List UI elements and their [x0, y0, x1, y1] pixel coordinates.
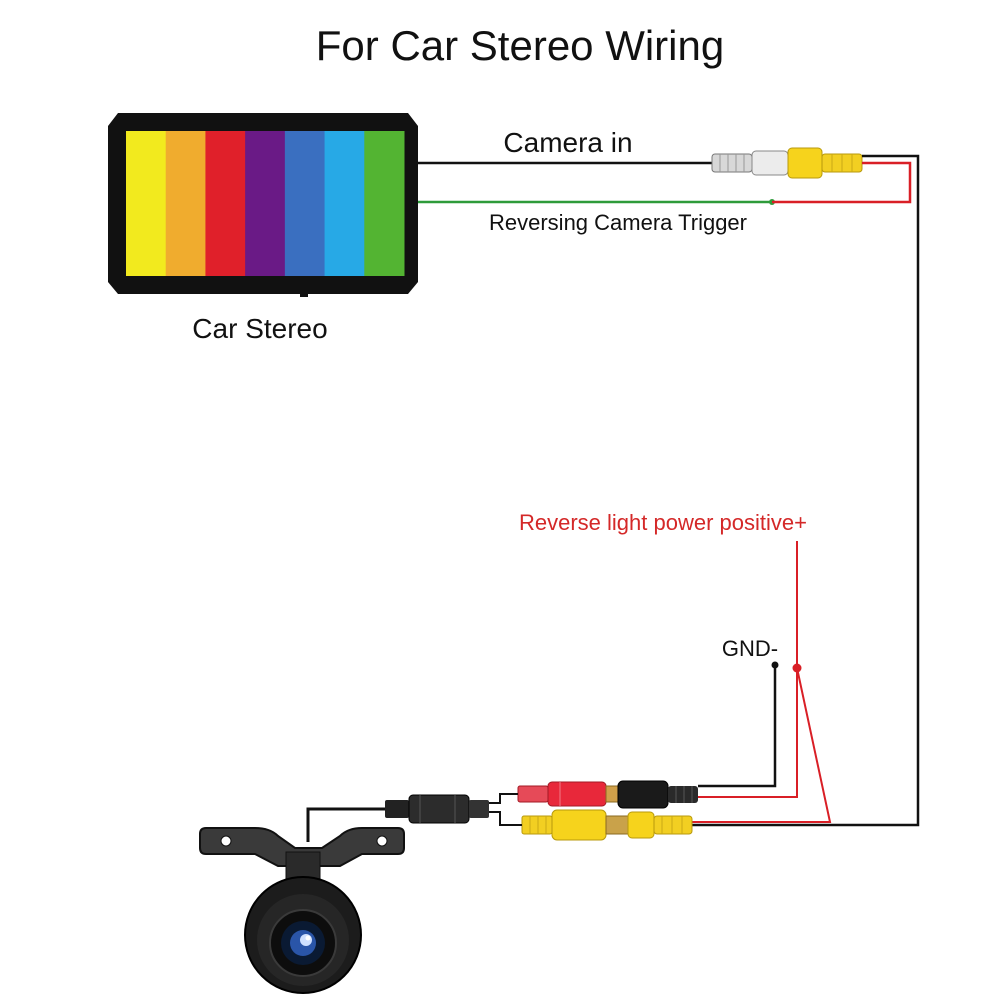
- car-stereo: [108, 113, 418, 297]
- video-wire-black: [692, 154, 920, 827]
- reversing-trigger-label: Reversing Camera Trigger: [489, 210, 747, 235]
- screen-stripe: [165, 131, 206, 276]
- reverse-power-label: Reverse light power positive+: [519, 510, 807, 535]
- screen-stripe: [126, 131, 167, 276]
- car-stereo-label: Car Stereo: [192, 313, 327, 344]
- gnd-label: GND-: [722, 636, 778, 661]
- top-rca-connector: [711, 147, 863, 179]
- splitter-wires: [488, 793, 522, 826]
- screen-stripe: [284, 131, 326, 276]
- camera-cable: [306, 807, 385, 842]
- gnd-wire: [698, 665, 777, 788]
- stereo-screen-stripes: [126, 131, 405, 276]
- diagram-title: For Car Stereo Wiring: [316, 22, 724, 69]
- camera-in-label: Camera in: [503, 127, 632, 158]
- screen-stripe: [245, 131, 286, 276]
- reversing-trigger-wire-red: [772, 161, 912, 204]
- screen-stripe: [324, 131, 365, 276]
- screen-stripe: [364, 131, 405, 276]
- power-wire-to-yellow-rca: [692, 667, 832, 823]
- screen-stripe: [205, 131, 246, 276]
- power-rca-connector: [517, 780, 698, 809]
- camera-cable-plug: [385, 794, 489, 824]
- video-rca-connector: [521, 809, 693, 841]
- reversing-camera: [199, 827, 405, 994]
- power-wire-to-red-rca: [698, 668, 798, 798]
